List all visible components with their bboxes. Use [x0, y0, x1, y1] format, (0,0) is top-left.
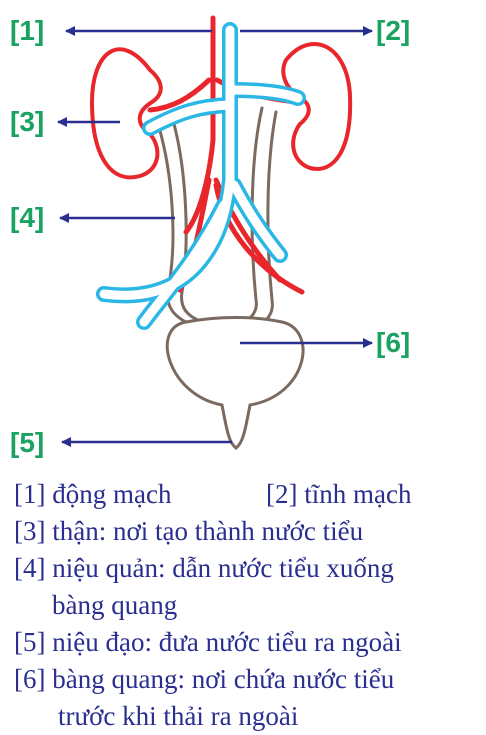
veins [96, 22, 306, 330]
right-kidney [281, 42, 353, 171]
label-2: [2] [376, 15, 410, 46]
legend-item-4: [4] niệu quản: dẫn nước tiểu xuống [14, 553, 394, 583]
legend-item-3: [3] thận: nơi tạo thành nước tiểu [14, 516, 364, 546]
legend-item-4-cont: bàng quang [52, 590, 178, 620]
label-1: [1] [10, 15, 44, 46]
urinary-system-diagram: [1] [2] [3] [4] [5] [6] [10, 15, 410, 458]
label-6: [6] [376, 327, 410, 358]
legend-item-1: [1] động mạch [14, 479, 172, 509]
legend-item-2: [2] tĩnh mạch [266, 479, 412, 509]
legend: [1] động mạch [2] tĩnh mạch [3] thận: nơ… [14, 476, 484, 735]
label-4: [4] [10, 202, 44, 233]
legend-row-1-2: [1] động mạch [2] tĩnh mạch [14, 476, 484, 513]
pointer-arrows [57, 26, 373, 447]
label-5: [5] [10, 427, 44, 458]
legend-item-6: [6] bàng quang: nơi chứa nước tiểu [14, 664, 395, 694]
legend-item-6-cont: trước khi thải ra ngoài [58, 701, 299, 731]
bladder [165, 316, 305, 450]
left-kidney [89, 47, 163, 180]
legend-item-5: [5] niệu đạo: đưa nước tiểu ra ngoài [14, 627, 402, 657]
label-3: [3] [10, 106, 44, 137]
